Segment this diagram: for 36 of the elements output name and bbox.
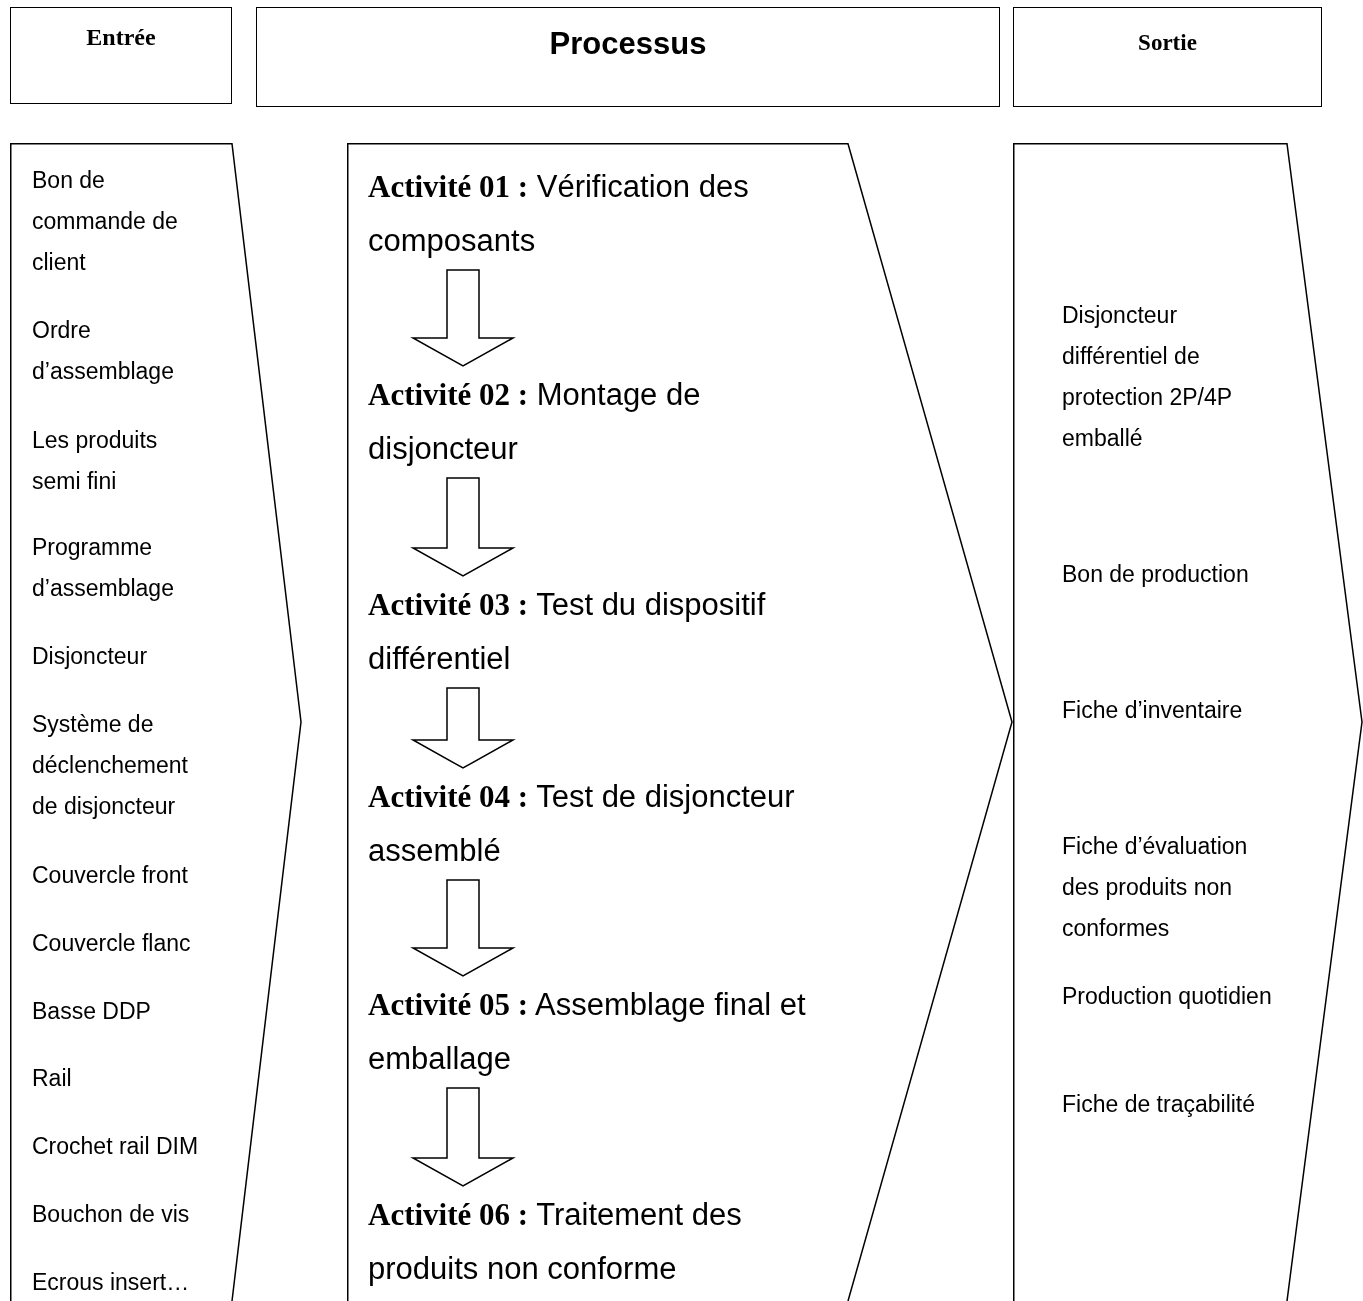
column-heading: Processus	[549, 26, 707, 62]
header-box	[256, 7, 1000, 107]
list-item: Bon de commande de client	[32, 166, 179, 277]
list-item: Bouchon de vis	[32, 1200, 191, 1229]
list-item: Fiche d’inventaire	[1062, 696, 1244, 725]
activity-label: Activité 06 : Traitement des produits non conforme	[368, 1188, 828, 1296]
header-box	[1013, 7, 1322, 107]
block-arrow	[410, 1087, 516, 1187]
column-heading: Entrée	[86, 24, 156, 51]
list-item: Système de déclenchement de disjoncteur	[32, 710, 189, 821]
list-item: Basse DDP	[32, 997, 152, 1026]
activity-label: Activité 03 : Test du dispositif différentiel	[368, 578, 838, 686]
list-item: Production quotidien	[1062, 982, 1273, 1011]
list-item: Les produits semi fini	[32, 426, 159, 496]
block-arrow	[410, 477, 516, 577]
activity-label: Activité 02 : Montage de disjoncteur	[368, 368, 838, 476]
list-item: Programme d’assemblage	[32, 533, 175, 603]
activity-label: Activité 01 : Vérification des composants	[368, 160, 838, 268]
list-item: Couvercle front	[32, 861, 189, 890]
list-item: Fiche de traçabilité	[1062, 1090, 1257, 1119]
activity-label: Activité 04 : Test de disjoncteur assemblé	[368, 770, 838, 878]
list-item: Crochet rail DIM	[32, 1132, 200, 1161]
list-item: Ordre d’assemblage	[32, 316, 175, 386]
list-item: Disjoncteur différentiel de protection 2P/4P emballé	[1062, 301, 1233, 453]
list-item: Bon de production	[1062, 560, 1250, 589]
list-item: Fiche d’évaluation des produits non conformes	[1062, 832, 1249, 943]
header-box	[10, 7, 232, 104]
block-arrow	[410, 687, 516, 769]
column-heading: Sortie	[1138, 30, 1197, 56]
block-arrow	[410, 879, 516, 977]
activity-label: Activité 05 : Assemblage final et emballage	[368, 978, 848, 1086]
list-item: Ecrous insert…	[32, 1268, 191, 1297]
block-arrow	[410, 269, 516, 367]
list-item: Rail	[32, 1064, 73, 1093]
list-item: Disjoncteur	[32, 642, 149, 671]
list-item: Couvercle flanc	[32, 929, 192, 958]
